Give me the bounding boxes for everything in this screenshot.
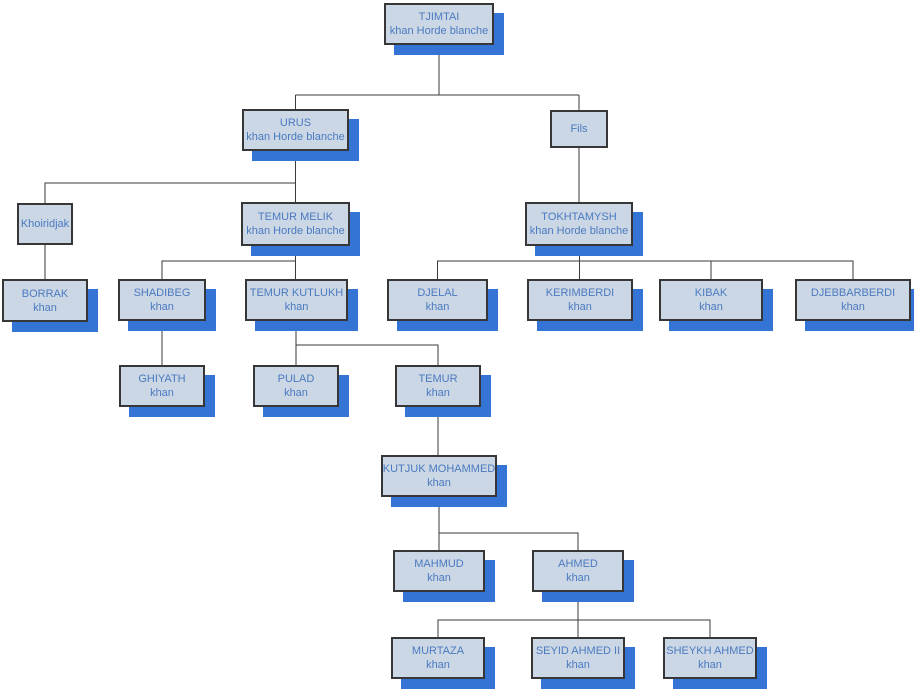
node-title: SHEYKH AHMED <box>666 645 754 657</box>
node-title: KUTJUK MOHAMMED <box>382 463 496 475</box>
node-subtitle: khan Horde blanche <box>529 225 629 237</box>
node-mahmud: MAHMUD khan <box>393 550 485 592</box>
node-temur-melik: TEMUR MELIK khan Horde blanche <box>241 202 350 246</box>
node-subtitle: khan <box>425 301 450 313</box>
node-borrak: BORRAK khan <box>2 279 88 322</box>
node-title: SHADIBEG <box>133 287 191 299</box>
node-ghiyath: GHIYATH khan <box>119 365 205 407</box>
node-subtitle: khan <box>150 387 174 399</box>
node-seyid-ahmed-ii: SEYID AHMED II khan <box>531 637 625 679</box>
node-subtitle: khan <box>284 387 308 399</box>
node-title: Fils <box>570 123 588 135</box>
node-subtitle: khan <box>426 387 450 399</box>
node-khoiridjak: Khoiridjak <box>17 203 73 245</box>
node-title: GHIYATH <box>138 373 186 385</box>
node-ahmed: AHMED khan <box>532 550 624 592</box>
node-kutjuk-mohammed: KUTJUK MOHAMMED khan <box>381 455 497 497</box>
node-tokhtamysh: TOKHTAMYSH khan Horde blanche <box>525 202 633 246</box>
node-djelal: DJELAL khan <box>387 279 488 321</box>
node-temur-kutlukh: TEMUR KUTLUKH khan <box>245 279 348 321</box>
node-title: TEMUR MELIK <box>257 211 334 223</box>
node-subtitle: khan <box>568 301 592 313</box>
node-subtitle: khan <box>284 301 309 313</box>
node-title: SEYID AHMED II <box>535 645 621 657</box>
node-subtitle: khan Horde blanche <box>246 225 345 237</box>
node-title: KERIMBERDI <box>545 287 615 299</box>
node-subtitle: khan <box>566 572 590 584</box>
node-subtitle: khan Horde blanche <box>389 25 489 37</box>
node-title: DJELAL <box>417 287 458 299</box>
node-title: URUS <box>279 117 312 129</box>
node-subtitle: khan <box>427 572 451 584</box>
node-subtitle: khan <box>427 477 451 489</box>
node-title: TEMUR KUTLUKH <box>249 287 344 299</box>
node-shadibeg: SHADIBEG khan <box>118 279 206 321</box>
node-subtitle: khan <box>841 301 865 313</box>
node-pulad: PULAD khan <box>253 365 339 407</box>
node-subtitle: khan Horde blanche <box>246 131 345 143</box>
node-title: KIBAK <box>694 287 728 299</box>
node-title: TOKHTAMYSH <box>541 211 617 223</box>
node-title: BORRAK <box>21 287 69 300</box>
node-sheykh-ahmed: SHEYKH AHMED khan <box>663 637 757 679</box>
node-subtitle: khan <box>33 301 57 314</box>
node-subtitle: khan <box>426 659 450 671</box>
node-title: TJIMTAI <box>418 11 460 23</box>
node-title: AHMED <box>558 558 598 570</box>
node-murtaza: MURTAZA khan <box>391 637 485 679</box>
node-subtitle: khan <box>150 301 174 313</box>
node-kerimberdi: KERIMBERDI khan <box>527 279 633 321</box>
node-title: Khoiridjak <box>20 218 70 230</box>
node-title: TEMUR <box>418 373 458 385</box>
node-urus: URUS khan Horde blanche <box>242 109 349 151</box>
node-djebbarberdi: DJEBBARBERDI khan <box>795 279 911 321</box>
node-subtitle: khan <box>699 301 723 313</box>
node-tjimtai: TJIMTAI khan Horde blanche <box>384 3 494 45</box>
node-kibak: KIBAK khan <box>659 279 763 321</box>
node-title: DJEBBARBERDI <box>810 287 896 299</box>
node-subtitle: khan <box>698 659 722 671</box>
node-fils: Fils <box>550 110 608 148</box>
node-subtitle: khan <box>566 659 590 671</box>
node-temur: TEMUR khan <box>395 365 481 407</box>
node-title: MAHMUD <box>414 558 464 570</box>
node-title: PULAD <box>277 373 315 385</box>
node-title: MURTAZA <box>411 645 465 657</box>
